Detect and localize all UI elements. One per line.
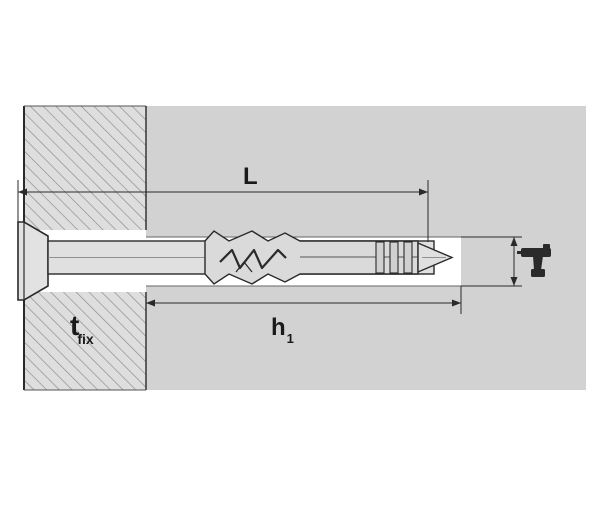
length-label: L [243, 165, 258, 189]
plug-rib [403, 241, 413, 274]
length-label-text: L [243, 163, 258, 190]
dimension-arrow [452, 299, 461, 307]
plug-rib [375, 241, 385, 274]
anchor-depth-label-text: h [271, 314, 286, 341]
fixture-upper [24, 106, 146, 230]
dimension-arrow [510, 277, 518, 286]
dimension-arrow [18, 188, 27, 196]
plug-zigzag [235, 260, 253, 273]
anchor-depth-subscript: 1 [286, 331, 294, 346]
fixture-thickness-label-text: t [70, 310, 80, 341]
dimension-arrow [419, 188, 428, 196]
anchor-head [17, 221, 49, 301]
fixture-lower [24, 292, 146, 390]
dimension-arrow [510, 237, 518, 246]
hammer-drill-icon [517, 244, 551, 277]
dimension-arrow [146, 299, 155, 307]
fixture-thickness-label: tfix [70, 310, 94, 347]
plug-rib [389, 241, 399, 274]
anchor-depth-label: h1 [271, 314, 294, 346]
fixture-thickness-subscript: fix [77, 331, 94, 347]
plug-zigzag [219, 248, 287, 270]
